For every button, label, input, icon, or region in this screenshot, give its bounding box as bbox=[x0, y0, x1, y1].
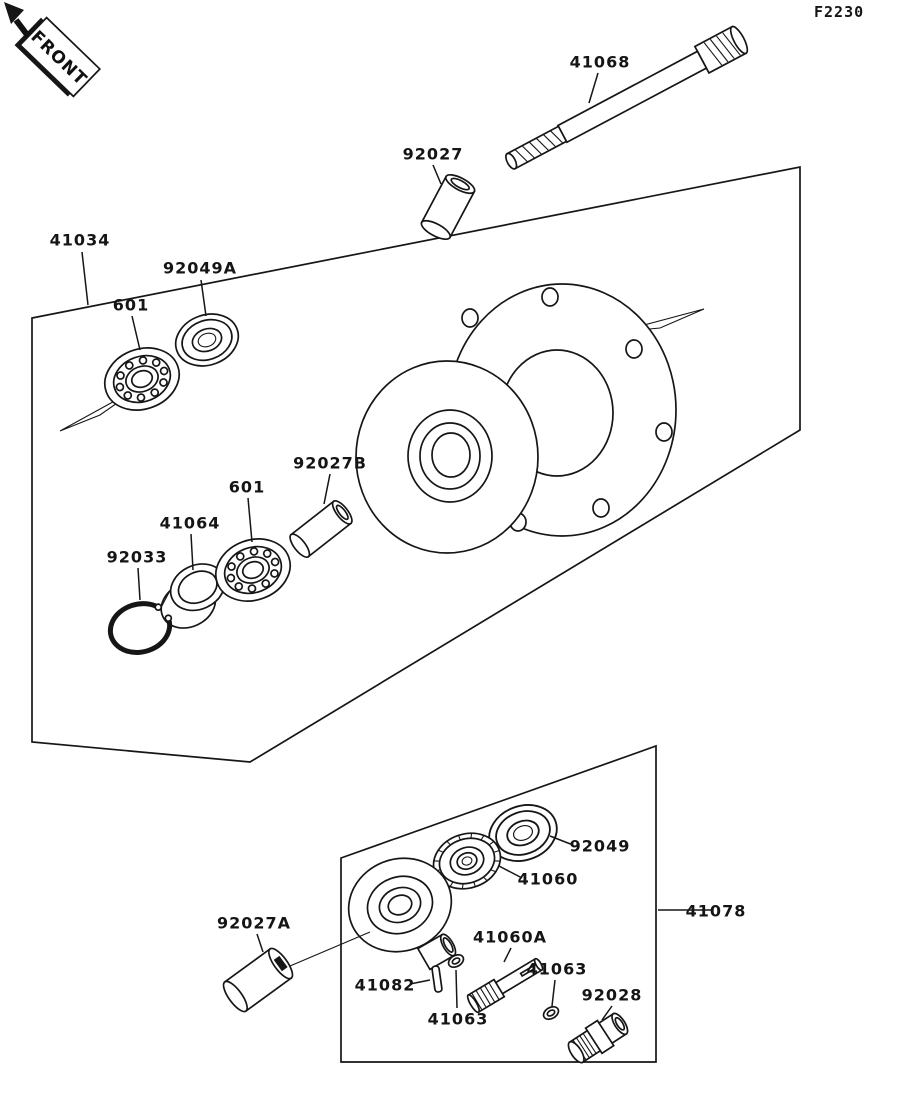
washer-right bbox=[542, 1005, 560, 1021]
front-direction-badge: FRONT bbox=[4, 2, 102, 98]
callout-pinion-41060a: 41060A bbox=[472, 927, 548, 947]
callout-fitting-92028: 92028 bbox=[581, 985, 643, 1005]
callout-axle-41068: 41068 bbox=[569, 52, 631, 72]
callout-pin-41082: 41082 bbox=[354, 975, 416, 995]
speedo-pinion bbox=[466, 957, 544, 1014]
speedo-collar bbox=[222, 947, 294, 1013]
hub-spacer-collar bbox=[289, 499, 353, 559]
circlip bbox=[107, 601, 173, 655]
hub-group-outline bbox=[31, 165, 801, 763]
axis-line bbox=[289, 931, 371, 967]
front-hub-body bbox=[355, 283, 677, 554]
front-arrowhead-icon bbox=[4, 2, 24, 24]
callout-seal-92049: 92049 bbox=[569, 836, 631, 856]
speedo-gear-housing bbox=[347, 857, 457, 971]
callout-washer-41063-right: 41063 bbox=[526, 959, 588, 979]
cable-fitting bbox=[567, 1012, 629, 1064]
callout-seal-92049a: 92049A bbox=[162, 258, 238, 278]
callout-drive-group-41078: 41078 bbox=[685, 901, 747, 921]
axle-collar bbox=[420, 174, 476, 240]
ball-bearing-lower bbox=[206, 527, 300, 613]
leader-lines bbox=[81, 72, 711, 1021]
callout-retainer-41064: 41064 bbox=[159, 513, 221, 533]
callout-collar-92027: 92027 bbox=[402, 144, 464, 164]
callout-gear-41060: 41060 bbox=[517, 869, 579, 889]
axle-shaft bbox=[505, 25, 749, 170]
callout-bearing-601-top: 601 bbox=[112, 295, 150, 315]
oil-seal-92049a bbox=[167, 304, 247, 376]
pinion-pin bbox=[431, 965, 443, 993]
washer-left bbox=[447, 953, 465, 969]
callout-washer-41063-left: 41063 bbox=[427, 1009, 489, 1029]
speedo-drive-gear bbox=[432, 832, 502, 890]
callout-bearing-601-lower: 601 bbox=[228, 477, 266, 497]
drive-group-outline bbox=[340, 744, 657, 1063]
figure-code: F2230 bbox=[814, 3, 865, 21]
callout-collar-92027a: 92027A bbox=[216, 913, 292, 933]
callout-circlip-92033: 92033 bbox=[106, 547, 168, 567]
front-arrow-icon bbox=[13, 18, 31, 38]
callout-hub-group-41034: 41034 bbox=[49, 230, 111, 250]
bearing-retainer bbox=[160, 563, 227, 629]
callout-collar-92027b: 92027B bbox=[293, 453, 367, 473]
